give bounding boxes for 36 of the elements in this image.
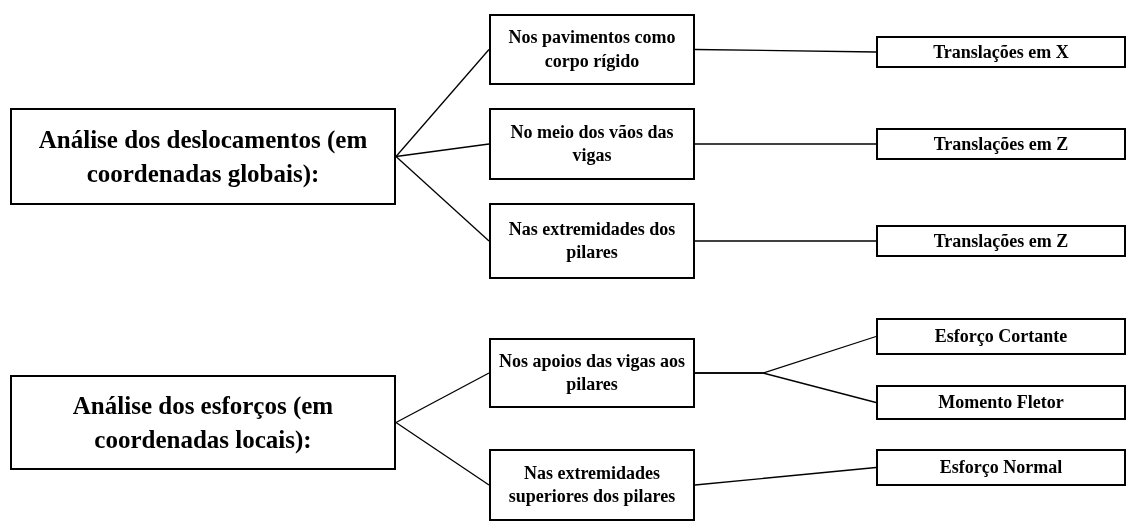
connector-line (395, 421, 490, 486)
box-label: Nas extremidades dos pilares (507, 217, 677, 264)
text-box (876, 449, 1126, 486)
box-label: Translações em Z (933, 230, 1069, 252)
box-label: Análise dos deslocamentos (em coordenadas globais): (37, 124, 369, 189)
box-label: Análise dos esforços (em coordenadas locais): (71, 390, 335, 455)
box-label: Momento Fletor (938, 392, 1064, 413)
text-box (876, 225, 1126, 257)
text-box (489, 108, 695, 180)
text-box (876, 36, 1126, 68)
connector-line (694, 372, 877, 404)
box-label: No meio dos vãos das vigas (509, 120, 675, 167)
text-box (876, 318, 1126, 355)
text-box (489, 338, 695, 408)
box-label: Esforço Normal (939, 457, 1063, 478)
connector-line (694, 466, 877, 486)
box-label: Nos pavimentos como corpo rígido (507, 26, 677, 73)
box-label: Nos apoios das vigas aos pilares (497, 349, 686, 396)
text-box (489, 449, 695, 521)
text-box (10, 375, 396, 470)
connector-line (395, 143, 490, 158)
box-label: Nas extremidades superiores dos pilares (507, 461, 677, 508)
connector-line (694, 48, 877, 53)
text-box (489, 14, 695, 85)
box-label: Esforço Cortante (934, 326, 1068, 347)
text-box (876, 385, 1126, 420)
box-label: Translações em X (933, 41, 1069, 63)
connector-line (694, 240, 877, 242)
connector-line (395, 48, 490, 158)
connector-line (694, 143, 877, 145)
connector-line (395, 372, 490, 424)
box-label: Translações em Z (933, 133, 1069, 155)
text-box (489, 203, 695, 279)
text-box (10, 108, 396, 205)
text-box (876, 128, 1126, 160)
connector-line (395, 155, 490, 242)
